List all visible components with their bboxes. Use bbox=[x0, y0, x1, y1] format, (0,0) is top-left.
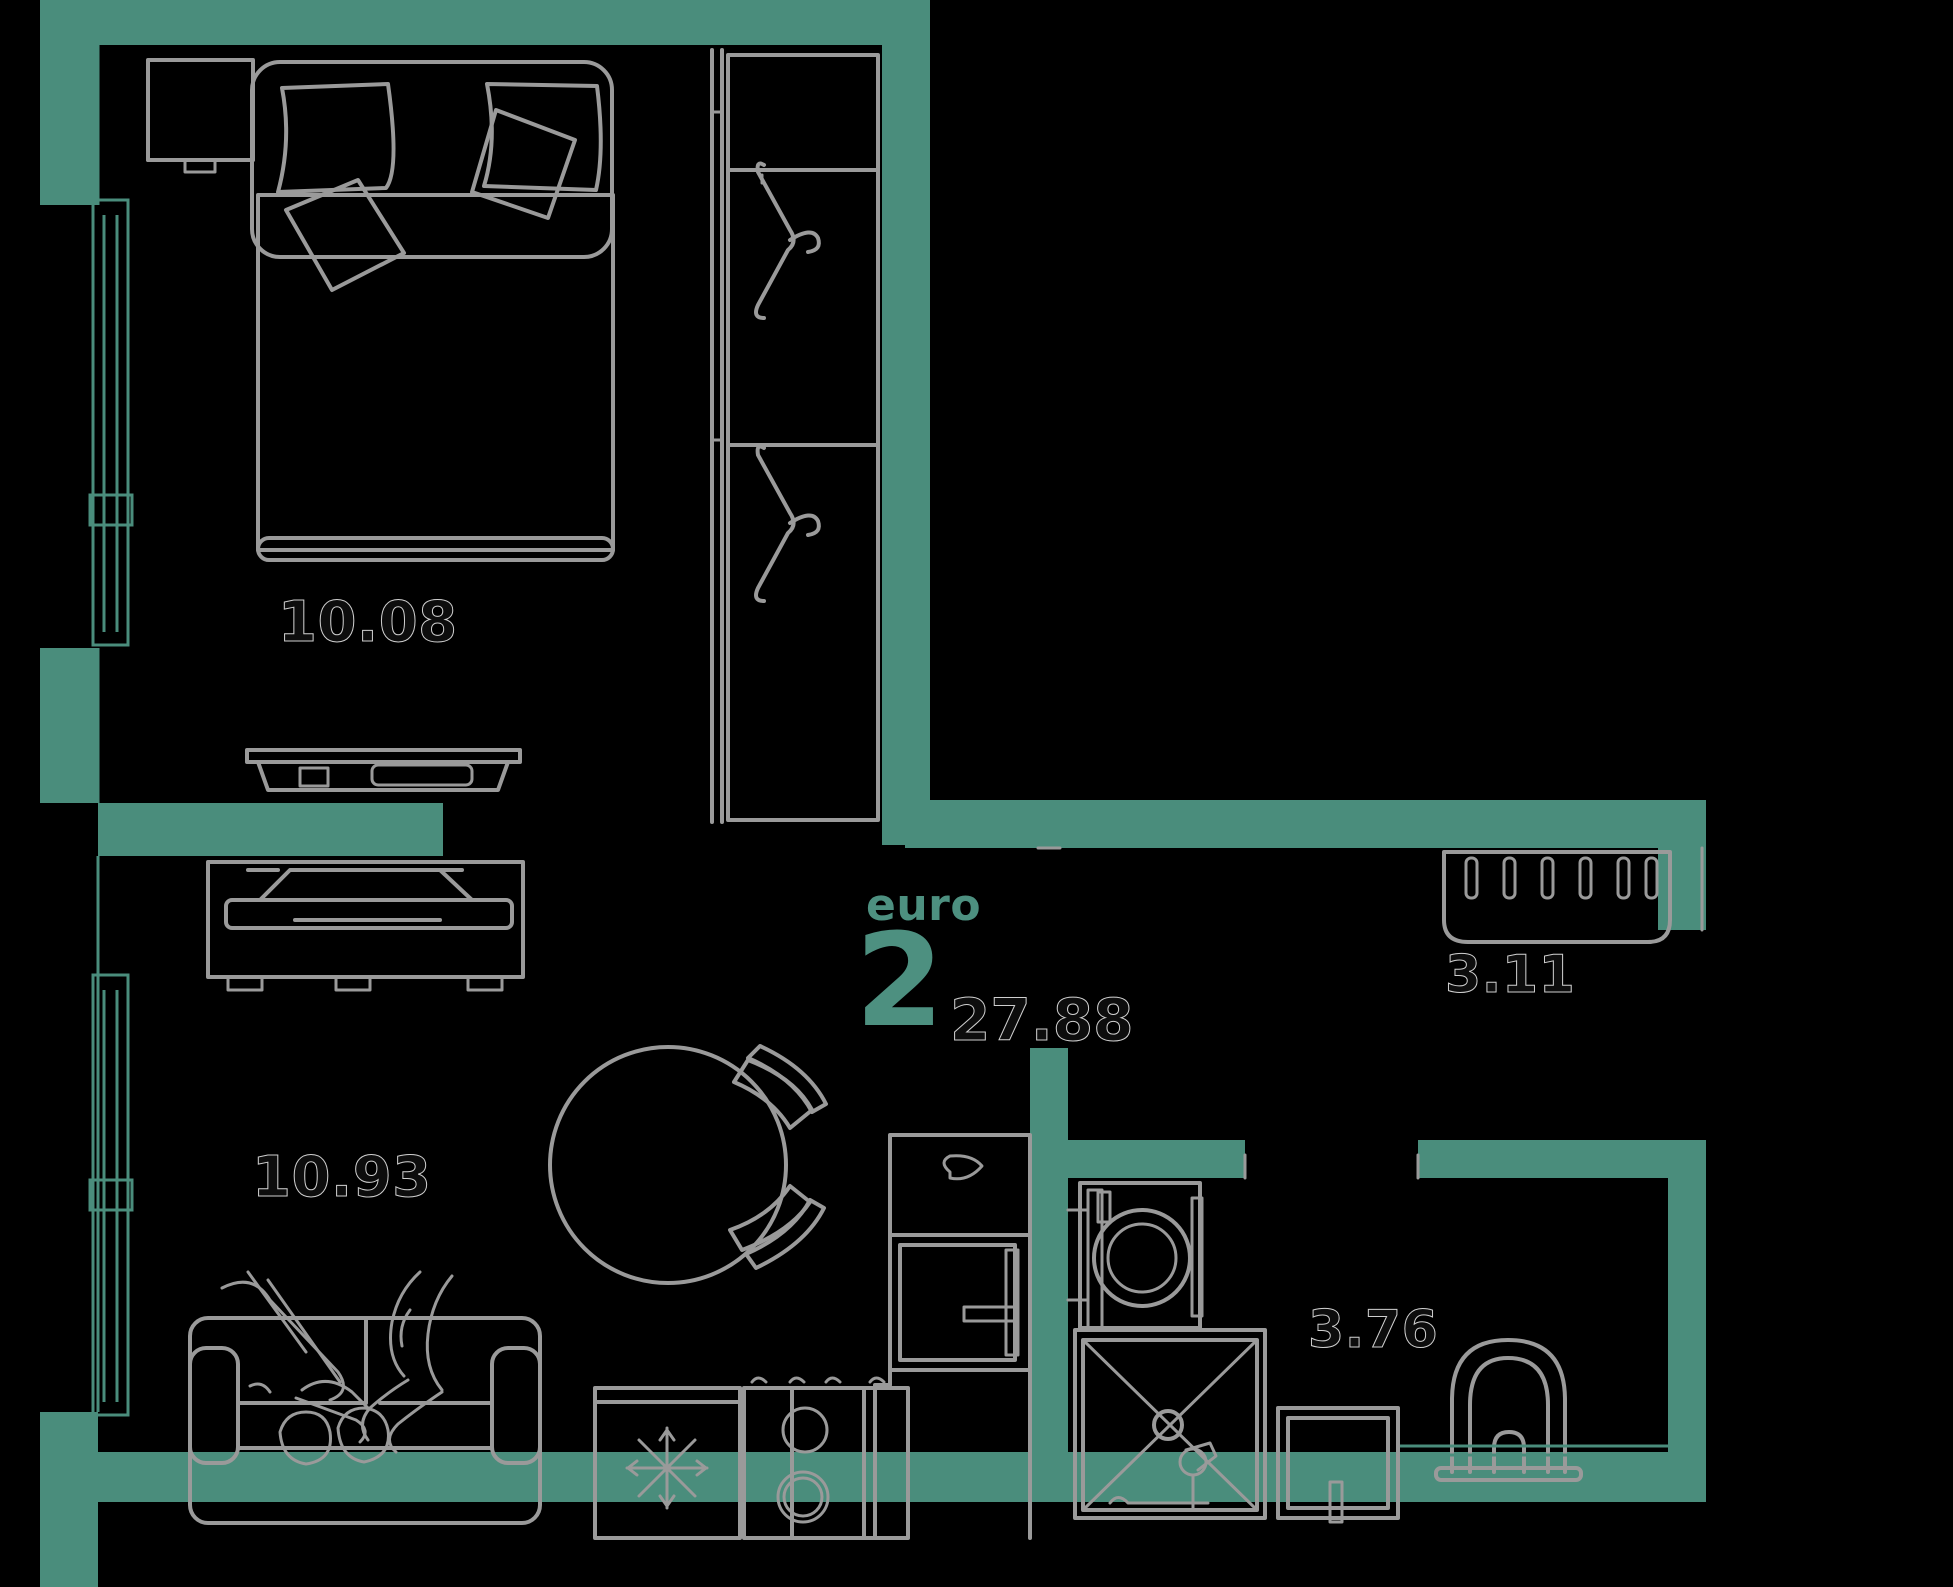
room-hairlines bbox=[1066, 1444, 1706, 1500]
room-area-bedroom: 10.08 bbox=[278, 590, 458, 656]
wall-left-mid-pier bbox=[40, 648, 98, 803]
wall-bath-right bbox=[1668, 1140, 1706, 1460]
shower-tray bbox=[1073, 1328, 1267, 1520]
tv-console-bedroom bbox=[245, 748, 522, 792]
kitchen-cabinet bbox=[873, 1233, 1032, 1540]
washing-machine bbox=[1066, 1181, 1204, 1330]
wall-bedroom-right bbox=[882, 0, 930, 845]
double-bed bbox=[250, 60, 615, 562]
wall-stub-entry bbox=[1030, 1048, 1068, 1086]
kitchen-sink bbox=[888, 1133, 1032, 1237]
wall-bottom-right bbox=[1400, 1452, 1706, 1502]
living-window bbox=[88, 973, 134, 1417]
radiator bbox=[1442, 850, 1672, 944]
wardrobe bbox=[710, 48, 880, 824]
entry-door bbox=[1036, 846, 1704, 932]
walls bbox=[40, 0, 1706, 1587]
refrigerator bbox=[593, 1386, 742, 1540]
toilet bbox=[1434, 1338, 1583, 1482]
cooktop bbox=[742, 1376, 910, 1540]
vanity-cabinet bbox=[1276, 1406, 1400, 1524]
room-area-hall: 3.11 bbox=[1444, 945, 1576, 1006]
wall-bath-top-left bbox=[1030, 1140, 1245, 1178]
apartment-summary-badge: euro 2 27.88 bbox=[855, 880, 1175, 1060]
snowflake-icon bbox=[625, 1426, 709, 1510]
room-count-label: 2 bbox=[855, 907, 945, 1056]
dining-chair-1 bbox=[732, 1044, 828, 1130]
clothes-hanger-2 bbox=[754, 444, 821, 603]
wall-left-lower bbox=[40, 1412, 98, 1587]
total-area-label: 27.88 bbox=[949, 986, 1134, 1055]
wall-hall-top bbox=[905, 800, 1705, 848]
dining-chair-2 bbox=[728, 1184, 826, 1270]
wall-top-bedroom bbox=[40, 0, 930, 45]
round-dining-table bbox=[548, 1045, 788, 1285]
room-area-living-kitchen: 10.93 bbox=[252, 1145, 432, 1211]
wall-living-bath-divider bbox=[1030, 1048, 1068, 1468]
sofa bbox=[188, 1316, 542, 1525]
bed-pillows bbox=[276, 82, 603, 292]
wall-left-upper bbox=[40, 0, 98, 205]
wall-bath-top-right bbox=[1418, 1140, 1706, 1178]
clothes-hanger-1 bbox=[754, 161, 821, 320]
nightstand bbox=[146, 58, 255, 174]
wall-partition-bedroom-living bbox=[98, 803, 443, 856]
bathroom-door bbox=[1243, 1153, 1420, 1180]
seated-people bbox=[220, 1270, 454, 1466]
tv-console-living bbox=[206, 860, 525, 992]
room-area-bathroom: 3.76 bbox=[1307, 1300, 1439, 1361]
layout-type-label: euro bbox=[866, 880, 982, 931]
bedroom-window bbox=[88, 198, 134, 647]
wall-hall-right-upper bbox=[1658, 800, 1706, 930]
